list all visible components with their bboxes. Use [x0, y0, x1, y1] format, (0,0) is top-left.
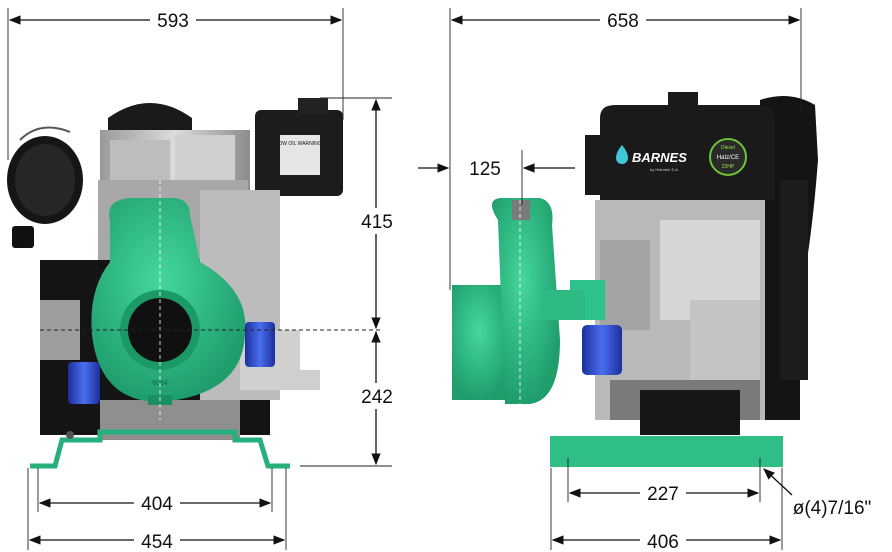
front-dimensions: 593 415 242 404 454: [7, 8, 399, 552]
side-engine-body: [570, 200, 765, 435]
side-view: BARNES by Hidrotek S.A. Diesel Hatz/CE 2…: [452, 92, 818, 467]
front-view: LOW OIL WARNING ! 6064: [7, 98, 380, 469]
dim-label-242: 242: [361, 387, 393, 408]
side-diesel-badge: Diesel Hatz/CE 22HP: [709, 138, 747, 176]
front-pump-volute: 6064: [91, 198, 246, 405]
side-pump: [452, 198, 585, 404]
dim-label-658: 658: [607, 11, 639, 32]
side-engine-shroud: [585, 92, 775, 200]
badge-model: Hatz/CE: [717, 155, 739, 161]
dim-label-125: 125: [469, 159, 501, 180]
brand-subtitle: by Hidrotek S.A.: [650, 167, 679, 172]
badge-power: 22HP: [722, 164, 735, 170]
dim-label-415: 415: [361, 212, 393, 233]
side-brand-logo: BARNES by Hidrotek S.A.: [616, 145, 687, 172]
dim-label-227: 227: [647, 484, 679, 505]
panel-warning-text: LOW OIL WARNING !: [276, 141, 325, 147]
dim-label-404: 404: [141, 494, 173, 515]
hole-spec-label: ø(4)7/16": [793, 498, 872, 519]
front-control-box: LOW OIL WARNING !: [255, 98, 343, 196]
front-base-feet: [30, 429, 290, 469]
front-air-cleaner: [7, 126, 83, 248]
side-base-plate: [550, 436, 783, 467]
front-blue-filters: [68, 322, 275, 404]
dim-label-454: 454: [141, 532, 173, 552]
side-blue-filter: [582, 325, 622, 375]
dim-label-406: 406: [647, 532, 679, 552]
water-drop-icon: [616, 145, 628, 164]
brand-name: BARNES: [632, 150, 687, 165]
dim-label-593: 593: [157, 11, 189, 32]
side-dimensions: 658 125 227 406 ø(4)7/16": [418, 8, 871, 552]
badge-diesel: Diesel: [721, 145, 735, 151]
hole-leader-line: [763, 468, 793, 496]
